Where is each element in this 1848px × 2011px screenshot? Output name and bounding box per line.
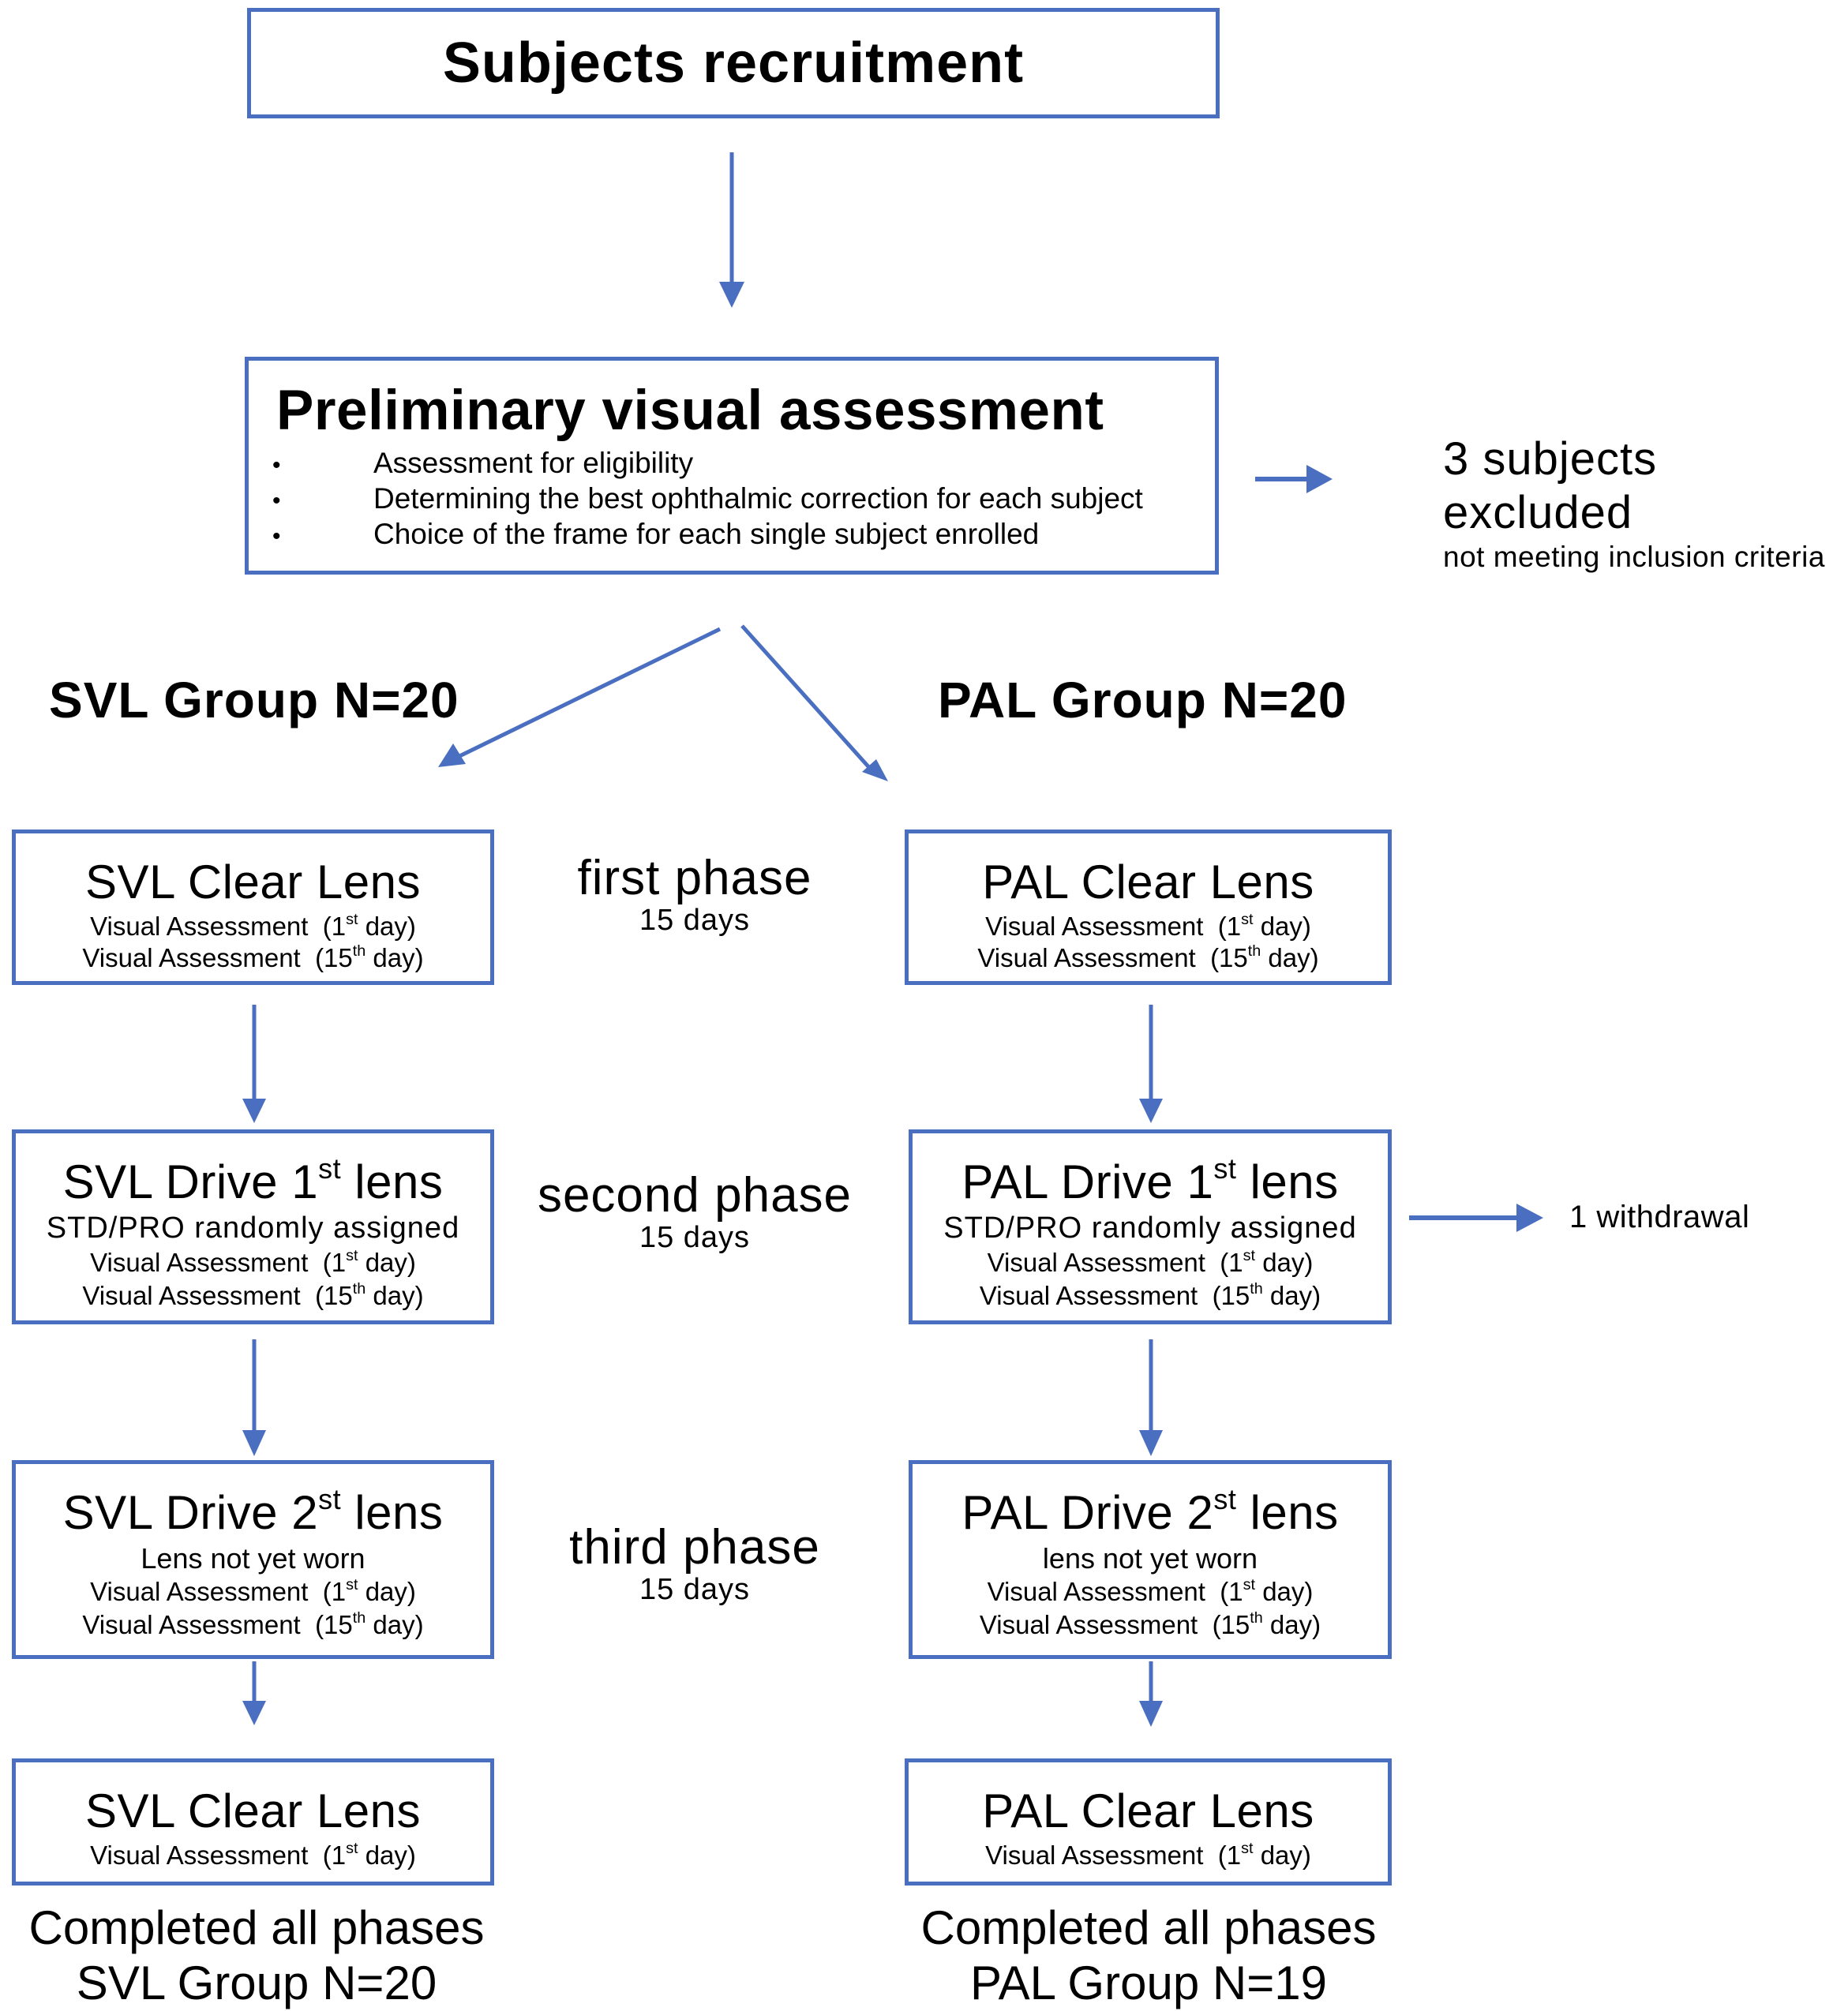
pal-drive-1st-lens-box: PAL Drive 1st lens STD/PRO randomly assi… xyxy=(909,1129,1392,1324)
assessment-day1: Visual Assessment (1st day) xyxy=(985,1840,1311,1870)
pal-completed-label: Completed all phases PAL Group N=19 xyxy=(892,1901,1405,2011)
preliminary-bullet: • Choice of the frame for each single sub… xyxy=(272,519,1039,549)
assessment-day1: Visual Assessment (1st day) xyxy=(985,911,1311,941)
arrow-pal-drive2-to-clear xyxy=(1139,1661,1163,1727)
arrow-to-withdrawal xyxy=(1409,1204,1543,1232)
completed-group: SVL Group N=20 xyxy=(76,1957,437,2009)
arrow-to-pal-group xyxy=(740,624,875,773)
assessment-day1: Visual Assessment (1st day) xyxy=(90,911,416,941)
box-note: lens not yet worn xyxy=(1042,1542,1258,1575)
pal-group-label: PAL Group N=20 xyxy=(938,672,1348,728)
preliminary-title: Preliminary visual assessment xyxy=(276,380,1104,442)
arrow-to-svl-group xyxy=(455,627,722,760)
arrow-svl-drive2-to-clear xyxy=(242,1661,266,1725)
assessment-day1: Visual Assessment (1st day) xyxy=(90,1576,416,1606)
completed-line: Completed all phases xyxy=(28,1901,485,1954)
phase-duration: 15 days xyxy=(639,1573,751,1606)
assessment-day15: Visual Assessment (15th day) xyxy=(979,1279,1321,1310)
assessment-day1: Visual Assessment (1st day) xyxy=(987,1246,1314,1277)
arrow-svl-drive1-to-drive2 xyxy=(242,1339,266,1456)
phase-duration: 15 days xyxy=(639,1221,751,1254)
assessment-day1: Visual Assessment (1st day) xyxy=(90,1840,416,1870)
arrow-pal-clear-to-drive1 xyxy=(1139,1005,1163,1123)
arrow-to-exclusion xyxy=(1255,465,1333,493)
box-title: SVL Clear Lens xyxy=(84,856,421,908)
phase-label-second: second phase 15 days xyxy=(505,1171,884,1256)
recruitment-title: Subjects recruitment xyxy=(442,32,1025,95)
assessment-day1: Visual Assessment (1st day) xyxy=(90,1246,416,1277)
box-title: SVL Drive 2st lens xyxy=(62,1482,444,1539)
bullet-icon: • xyxy=(272,452,281,478)
completed-group: PAL Group N=19 xyxy=(970,1957,1327,2009)
assessment-day1: Visual Assessment (1st day) xyxy=(987,1576,1314,1606)
arrow-recruitment-to-preliminary xyxy=(719,152,744,308)
svl-group-label: SVL Group N=20 xyxy=(49,672,459,728)
box-note: STD/PRO randomly assigned xyxy=(46,1211,460,1245)
box-title: PAL Clear Lens xyxy=(982,1784,1314,1837)
bullet-text: Determining the best ophthalmic correcti… xyxy=(373,482,1143,515)
phase-title: second phase xyxy=(537,1168,853,1223)
arrow-pal-drive1-to-drive2 xyxy=(1139,1339,1163,1456)
assessment-day15: Visual Assessment (15th day) xyxy=(82,942,424,973)
preliminary-box: Preliminary visual assessment xyxy=(245,357,1219,575)
svl-clear-lens-final-box: SVL Clear Lens Visual Assessment (1st da… xyxy=(12,1758,494,1886)
phase-label-first: first phase 15 days xyxy=(505,854,884,939)
box-title: PAL Drive 1st lens xyxy=(961,1152,1339,1208)
bullet-icon: • xyxy=(272,523,281,549)
arrow-svl-clear-to-drive1 xyxy=(242,1005,266,1123)
box-title: SVL Drive 1st lens xyxy=(62,1152,444,1208)
phase-duration: 15 days xyxy=(639,904,751,937)
recruitment-box: Subjects recruitment xyxy=(247,8,1220,118)
phase-title: third phase xyxy=(569,1520,820,1575)
phase-label-third: third phase 15 days xyxy=(505,1523,884,1608)
pal-drive-2st-lens-box: PAL Drive 2st lens lens not yet worn Vis… xyxy=(909,1460,1392,1659)
box-note: STD/PRO randomly assigned xyxy=(943,1211,1357,1245)
svl-clear-lens-box: SVL Clear Lens Visual Assessment (1st da… xyxy=(12,829,494,985)
svl-drive-1st-lens-box: SVL Drive 1st lens STD/PRO randomly assi… xyxy=(12,1129,494,1324)
assessment-day15: Visual Assessment (15th day) xyxy=(979,1609,1321,1640)
exclusion-reason: not meeting inclusion criteria xyxy=(1443,541,1825,573)
phase-title: first phase xyxy=(577,851,812,905)
assessment-day15: Visual Assessment (15th day) xyxy=(82,1279,424,1310)
preliminary-bullet: • Determining the best ophthalmic correct… xyxy=(272,484,1143,513)
box-title: PAL Drive 2st lens xyxy=(961,1482,1339,1539)
exclusion-note: 3 subjects excluded not meeting inclusio… xyxy=(1443,433,1825,575)
arrowhead-pal-group xyxy=(862,759,888,781)
withdrawal-label: 1 withdrawal xyxy=(1569,1200,1750,1234)
bullet-text: Assessment for eligibility xyxy=(373,447,694,479)
arrowhead-svl-group xyxy=(438,743,466,767)
assessment-day15: Visual Assessment (15th day) xyxy=(82,1609,424,1640)
bullet-icon: • xyxy=(272,488,281,514)
completed-line: Completed all phases xyxy=(920,1901,1377,1954)
pal-clear-lens-final-box: PAL Clear Lens Visual Assessment (1st da… xyxy=(905,1758,1392,1886)
exclusion-count: 3 subjects xyxy=(1443,433,1658,485)
assessment-day15: Visual Assessment (15th day) xyxy=(977,942,1319,973)
svl-drive-2st-lens-box: SVL Drive 2st lens Lens not yet worn Vis… xyxy=(12,1460,494,1659)
box-title: PAL Clear Lens xyxy=(982,856,1314,908)
bullet-text: Choice of the frame for each single subj… xyxy=(373,518,1040,550)
box-title: SVL Clear Lens xyxy=(84,1784,421,1837)
preliminary-bullet: • Assessment for eligibility xyxy=(272,448,693,477)
exclusion-label: excluded xyxy=(1443,487,1633,538)
box-note: Lens not yet worn xyxy=(141,1542,365,1575)
pal-clear-lens-box: PAL Clear Lens Visual Assessment (1st da… xyxy=(905,829,1392,985)
svl-completed-label: Completed all phases SVL Group N=20 xyxy=(0,1901,513,2011)
